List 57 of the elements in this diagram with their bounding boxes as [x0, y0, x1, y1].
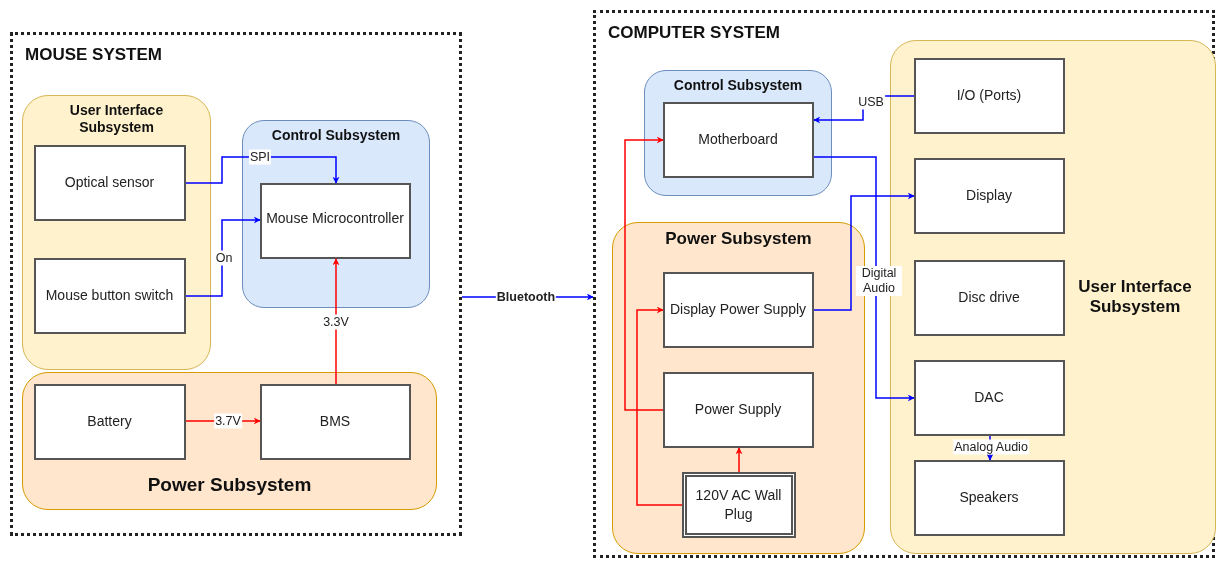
component-label: I/O (Ports) [955, 86, 1023, 106]
subsystem-panel [22, 95, 211, 370]
edge-label: Analog Audio [953, 439, 1029, 455]
arrow [636, 306, 683, 506]
subsystem-panel [22, 372, 437, 510]
component-box [913, 459, 1065, 536]
arrow [185, 156, 340, 184]
component-box [33, 144, 186, 221]
component-label: Mouse button switch [44, 286, 175, 306]
component-box [259, 182, 411, 259]
subsystem-title: MOUSE SYSTEM [25, 45, 162, 66]
edge-label: 3.7V [214, 413, 242, 429]
component-box [33, 257, 186, 334]
subsystem-title: Power Subsystem [146, 474, 313, 497]
edge-label: Digital Audio [856, 266, 902, 296]
component-label: Motherboard [697, 130, 779, 150]
component-label: Power Supply [693, 400, 783, 420]
component-label: 120V AC Wall Plug [694, 486, 783, 524]
component-box [913, 157, 1065, 234]
arrow [185, 216, 261, 297]
component-label: Battery [86, 412, 133, 432]
component-box [662, 101, 814, 178]
component-box [913, 359, 1065, 436]
subsystem-title: Control Subsystem [672, 77, 804, 94]
component-label: Mouse Microcontroller [265, 208, 405, 228]
subsystem-panel [644, 70, 832, 196]
component-box [913, 259, 1065, 336]
component-label: Display [965, 186, 1013, 206]
component-label: Optical sensor [63, 173, 156, 193]
component-box [662, 371, 814, 448]
arrow [813, 192, 915, 311]
subsystem-title: User Interface Subsystem [68, 102, 165, 136]
component-box [662, 271, 814, 348]
component-label: BMS [318, 412, 352, 432]
component-label: DAC [973, 388, 1005, 408]
subsystem-title: Power Subsystem [664, 229, 813, 250]
arrow [813, 156, 915, 402]
system-boundary [10, 32, 462, 536]
component-box [913, 57, 1065, 134]
edge-label: SPI [248, 149, 272, 165]
component-label: Disc drive [957, 288, 1021, 308]
subsystem-title: COMPUTER SYSTEM [608, 23, 780, 44]
arrow [735, 447, 743, 473]
component-box [681, 471, 796, 538]
edge-label: 3.3V [322, 314, 350, 330]
component-box [33, 383, 186, 460]
component-box [259, 383, 411, 460]
edge-label: On [214, 250, 234, 266]
subsystem-title: User Interface Subsystem [1077, 276, 1193, 318]
system-boundary [593, 10, 1215, 558]
subsystem-title: Control Subsystem [270, 127, 402, 144]
subsystem-panel [242, 120, 430, 308]
arrow [332, 258, 340, 385]
component-label: Speakers [958, 488, 1020, 508]
arrow [624, 136, 664, 411]
component-label: Display Power Supply [668, 300, 808, 320]
edge-label: USB [857, 94, 885, 110]
